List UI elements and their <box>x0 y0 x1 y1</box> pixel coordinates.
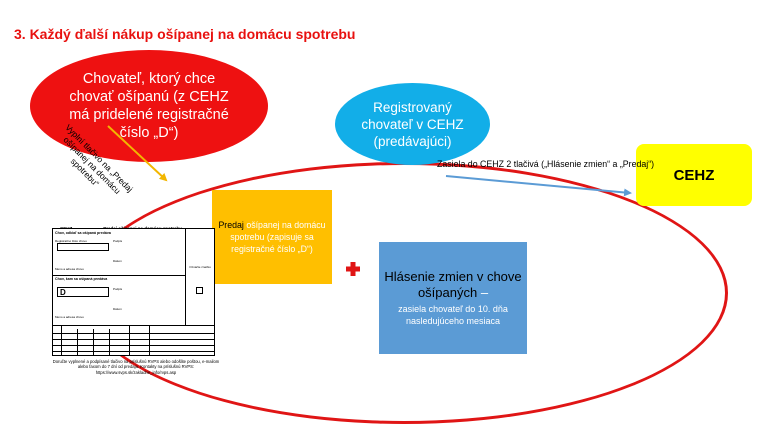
change-report-dash: – <box>477 285 489 300</box>
red-cross-icon <box>346 262 360 276</box>
sale-rest: ošípanej na domácu spotrebu (zapisuje sa… <box>230 220 326 254</box>
change-report-title: Hlásenie zmien v chove ošípaných – <box>379 269 527 301</box>
breeder-node: Chovateľ, ktorý chce chovať ošípanú (z C… <box>30 50 268 162</box>
arrow-down-right-icon <box>107 125 168 182</box>
form-reg-boxes <box>57 243 109 251</box>
send-label: Zasiela do CEHZ 2 tlačivá („Hlásenie zmi… <box>437 159 655 169</box>
form-checkbox <box>196 287 203 294</box>
form-date-label-2: Dátum <box>113 307 122 311</box>
sale-form-text: Predaj ošípanej na domácu spotrebu (zapi… <box>218 219 326 255</box>
form-sign-label: Podpis <box>113 239 123 243</box>
form-date-label: Dátum <box>113 259 122 263</box>
page-title: 3. Každý ďalší nákup ošípanej na domácu … <box>14 26 356 42</box>
change-report-subtitle: zasiela chovateľ do 10. dňa nasledujúceh… <box>398 304 508 326</box>
registered-node-text: Registrovaný chovateľ v CEHZ (predávajúc… <box>361 99 464 149</box>
form-reg-label: Registračné číslo chovu <box>55 239 87 243</box>
cehz-label: CEHZ <box>673 166 715 184</box>
sale-form-box: Predaj ošípanej na domácu spotrebu (zapi… <box>212 190 332 284</box>
form-name-label-2: Meno a adresa chovu <box>55 315 84 319</box>
change-report-title-text: Hlásenie zmien v chove ošípaných <box>384 269 522 300</box>
form-buyer-code: D <box>57 287 109 297</box>
form-buyer-section: Chov, kam sa ošípaná predáva <box>55 277 108 281</box>
arrow-right-icon <box>445 175 632 197</box>
breeder-node-text: Chovateľ, ktorý chce chovať ošípanú (z C… <box>69 71 229 141</box>
sale-lead: Predaj <box>218 220 244 230</box>
registered-breeder-node: Registrovaný chovateľ v CEHZ (predávajúc… <box>335 83 490 165</box>
form-name-label: Meno a adresa chovu <box>55 267 84 271</box>
form-footer: Doručte vyplnené a podpísané tlačivo na … <box>52 359 220 375</box>
form-seller-section: Chov, odkiaľ sa ošípaná predáva <box>55 231 111 235</box>
form-box-label: Označte značku <box>189 265 211 269</box>
sale-form-thumbnail: Chov, odkiaľ sa ošípaná predáva Registra… <box>52 228 215 356</box>
change-report-box: Hlásenie zmien v chove ošípaných – zasie… <box>379 242 527 354</box>
form-sign-label-2: Podpis <box>113 287 123 291</box>
cehz-node: CEHZ <box>636 144 752 206</box>
